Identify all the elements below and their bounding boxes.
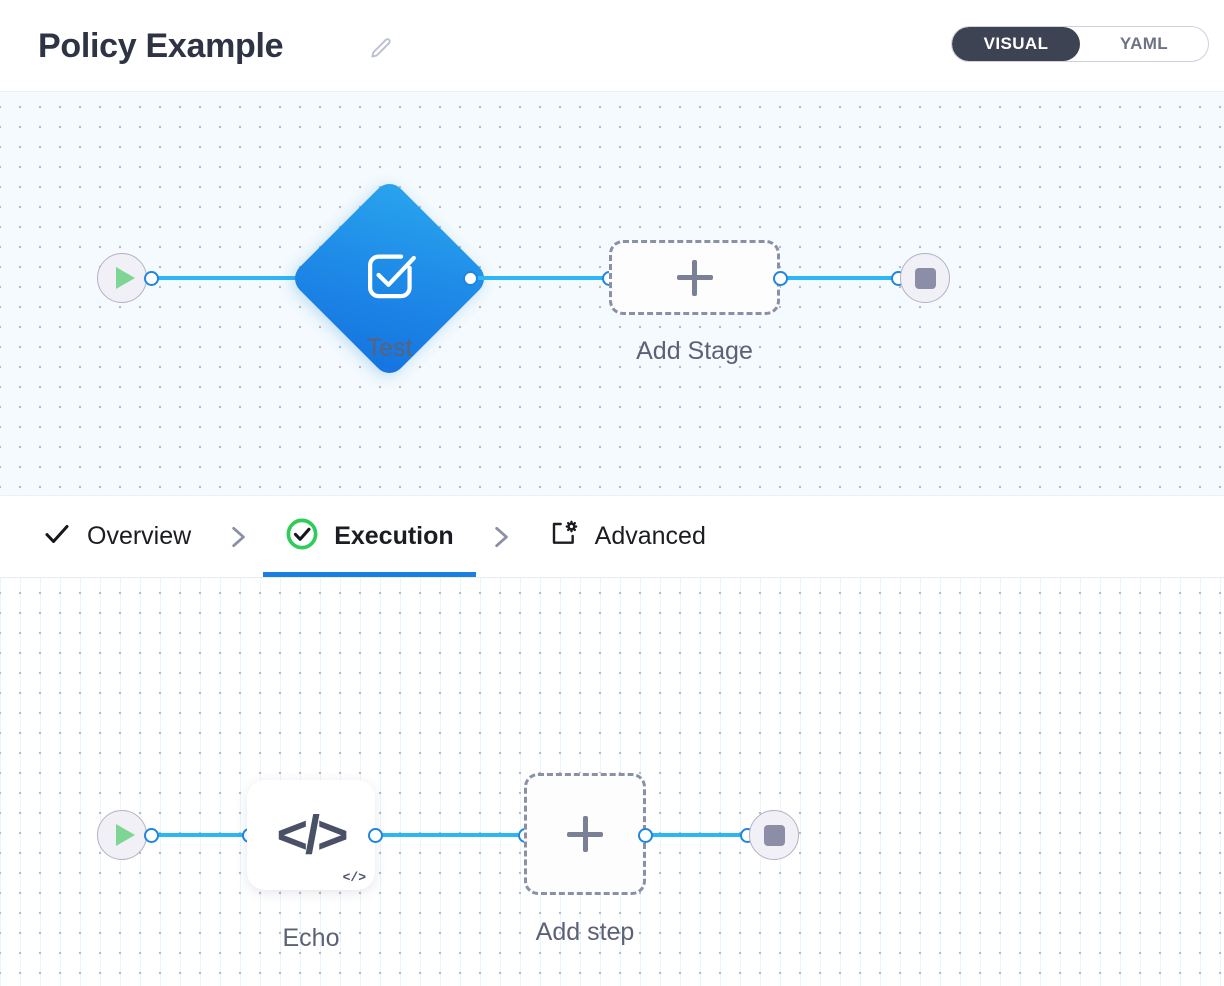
play-icon (115, 824, 135, 846)
pencil-icon[interactable] (368, 36, 394, 62)
stop-icon (914, 267, 936, 289)
tab-execution[interactable]: Execution (263, 496, 477, 577)
tab-advanced[interactable]: Advanced (526, 496, 728, 577)
connector-start-to-test (152, 276, 317, 280)
add-stage-label: Add Stage (636, 337, 753, 365)
section-tabs: Overview Execution (0, 495, 1224, 578)
add-step-label: Add step (535, 918, 635, 946)
tab-advanced-label: Advanced (594, 522, 706, 550)
settings-box-icon (548, 518, 580, 555)
plus-icon (567, 816, 603, 852)
add-step-button[interactable] (524, 773, 646, 895)
step-label-echo: Echo (282, 924, 340, 952)
stage-start-node[interactable] (97, 253, 147, 303)
view-mode-toggle[interactable]: VISUAL YAML (951, 26, 1209, 62)
port-start-out[interactable] (144, 271, 159, 286)
connector-addstage-to-end (780, 276, 905, 280)
toggle-option-yaml[interactable]: YAML (1119, 34, 1169, 53)
tab-overview-label: Overview (87, 522, 192, 550)
connector-addstep-to-end (646, 833, 756, 837)
chevron-right-icon-2 (476, 522, 526, 552)
stage-label-test: Test (366, 334, 413, 362)
stage-node-test[interactable] (288, 177, 491, 380)
stage-end-node[interactable] (900, 253, 950, 303)
check-icon (42, 519, 72, 554)
stage-diamond[interactable] (288, 177, 491, 380)
port-echo-out[interactable] (368, 828, 383, 843)
step-end-node[interactable] (749, 810, 799, 860)
port-step-start-out[interactable] (144, 828, 159, 843)
step-start-node[interactable] (97, 810, 147, 860)
play-icon (115, 267, 135, 289)
step-canvas[interactable]: </> </> Echo Add step (0, 578, 1224, 986)
page-header: Policy Example VISUAL YAML (0, 0, 1224, 92)
toggle-option-visual[interactable]: VISUAL (952, 27, 1080, 61)
port-addstage-out[interactable] (773, 271, 788, 286)
connector-start-to-echo (152, 833, 257, 837)
tab-overview[interactable]: Overview (0, 496, 213, 577)
step-type-badge: </> (342, 870, 366, 885)
connector-echo-to-addstep (375, 833, 525, 837)
page-title: Policy Example (38, 27, 284, 65)
tab-execution-label: Execution (334, 522, 454, 550)
stage-canvas[interactable]: Test Add Stage (0, 92, 1224, 495)
plus-icon (676, 259, 713, 296)
check-circle-icon (285, 517, 319, 556)
code-icon: </> (276, 805, 348, 865)
checked-square-icon (359, 245, 421, 312)
stop-icon (763, 824, 785, 846)
port-addstep-out[interactable] (638, 828, 653, 843)
chevron-right-icon-1 (213, 522, 263, 552)
add-stage-button[interactable] (609, 240, 780, 315)
connector-test-to-addstage (468, 276, 618, 280)
step-node-echo[interactable]: </> </> (247, 780, 375, 890)
port-test-out[interactable] (463, 271, 478, 286)
